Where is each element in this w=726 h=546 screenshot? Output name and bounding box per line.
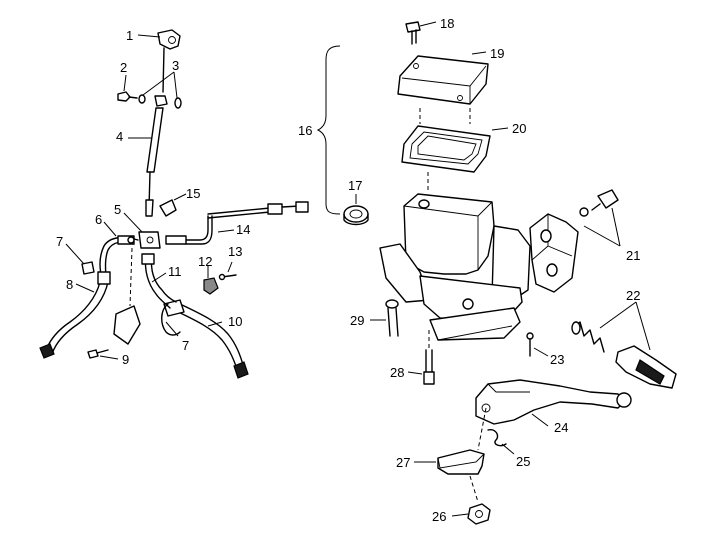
part-5-junction bbox=[123, 212, 161, 249]
master-cylinder-body bbox=[379, 108, 531, 341]
callout-1: 1 bbox=[126, 28, 133, 43]
part-4-brake-line bbox=[128, 47, 165, 217]
part-11-hose bbox=[141, 253, 177, 309]
part-20-diaphragm bbox=[401, 125, 509, 173]
bracket-plate bbox=[113, 247, 141, 345]
part-6-brake-line bbox=[99, 221, 139, 283]
callout-11: 11 bbox=[168, 264, 182, 279]
callout-10: 10 bbox=[228, 314, 242, 329]
part-27-switch bbox=[414, 407, 487, 503]
part-23-pin bbox=[526, 332, 549, 357]
callout-3: 3 bbox=[172, 58, 179, 73]
callout-26: 26 bbox=[432, 509, 446, 524]
part-21-clamp bbox=[529, 189, 621, 293]
part-2-bolt bbox=[117, 74, 138, 102]
callout-28: 28 bbox=[390, 365, 404, 380]
part-8-hose bbox=[39, 271, 111, 359]
callout-6: 6 bbox=[95, 212, 102, 227]
callout-19: 19 bbox=[490, 46, 504, 61]
callout-27: 27 bbox=[396, 455, 410, 470]
part-19-cover bbox=[397, 51, 489, 105]
part-10-hose bbox=[163, 299, 249, 379]
part-29-bolt bbox=[370, 299, 399, 337]
part-13-screw bbox=[218, 261, 237, 281]
part-15-bleeder bbox=[159, 193, 187, 217]
callout-24: 24 bbox=[554, 420, 568, 435]
part-26-nut bbox=[451, 503, 491, 525]
part-22-piston bbox=[571, 301, 677, 389]
callout-16: 16 bbox=[298, 123, 312, 138]
callout-2: 2 bbox=[120, 60, 127, 75]
callout-23: 23 bbox=[550, 352, 564, 367]
part-1-fitting bbox=[137, 29, 181, 50]
part-3-washers bbox=[138, 71, 182, 109]
part-16-brace bbox=[316, 45, 341, 215]
callout-5: 5 bbox=[114, 202, 121, 217]
callout-15: 15 bbox=[186, 186, 200, 201]
callout-9: 9 bbox=[122, 352, 129, 367]
part-25-spring bbox=[487, 428, 515, 455]
callout-29: 29 bbox=[350, 313, 364, 328]
callout-7-left: 7 bbox=[56, 234, 63, 249]
callout-22: 22 bbox=[626, 288, 640, 303]
part-17-seal bbox=[343, 194, 369, 226]
part-18-screw bbox=[405, 21, 437, 45]
callout-12: 12 bbox=[198, 254, 212, 269]
part-28-bolt bbox=[407, 330, 435, 385]
callout-20: 20 bbox=[512, 121, 526, 136]
callout-8: 8 bbox=[66, 277, 73, 292]
callout-18: 18 bbox=[440, 16, 454, 31]
callout-4: 4 bbox=[116, 129, 123, 144]
callout-13: 13 bbox=[228, 244, 242, 259]
part-7-clip-left bbox=[65, 243, 95, 275]
part-7-clip-right bbox=[161, 303, 181, 337]
callout-14: 14 bbox=[236, 222, 250, 237]
part-14-line bbox=[165, 201, 309, 245]
part-12-cap bbox=[203, 266, 219, 295]
callout-labels: 1 2 3 4 5 6 7 7 8 9 10 11 12 13 14 15 16… bbox=[56, 16, 640, 524]
part-24-lever bbox=[475, 379, 632, 427]
part-9-screw bbox=[87, 349, 119, 360]
callout-25: 25 bbox=[516, 454, 530, 469]
callout-21: 21 bbox=[626, 248, 640, 263]
callout-7-right: 7 bbox=[182, 338, 189, 353]
callout-17: 17 bbox=[348, 178, 362, 193]
